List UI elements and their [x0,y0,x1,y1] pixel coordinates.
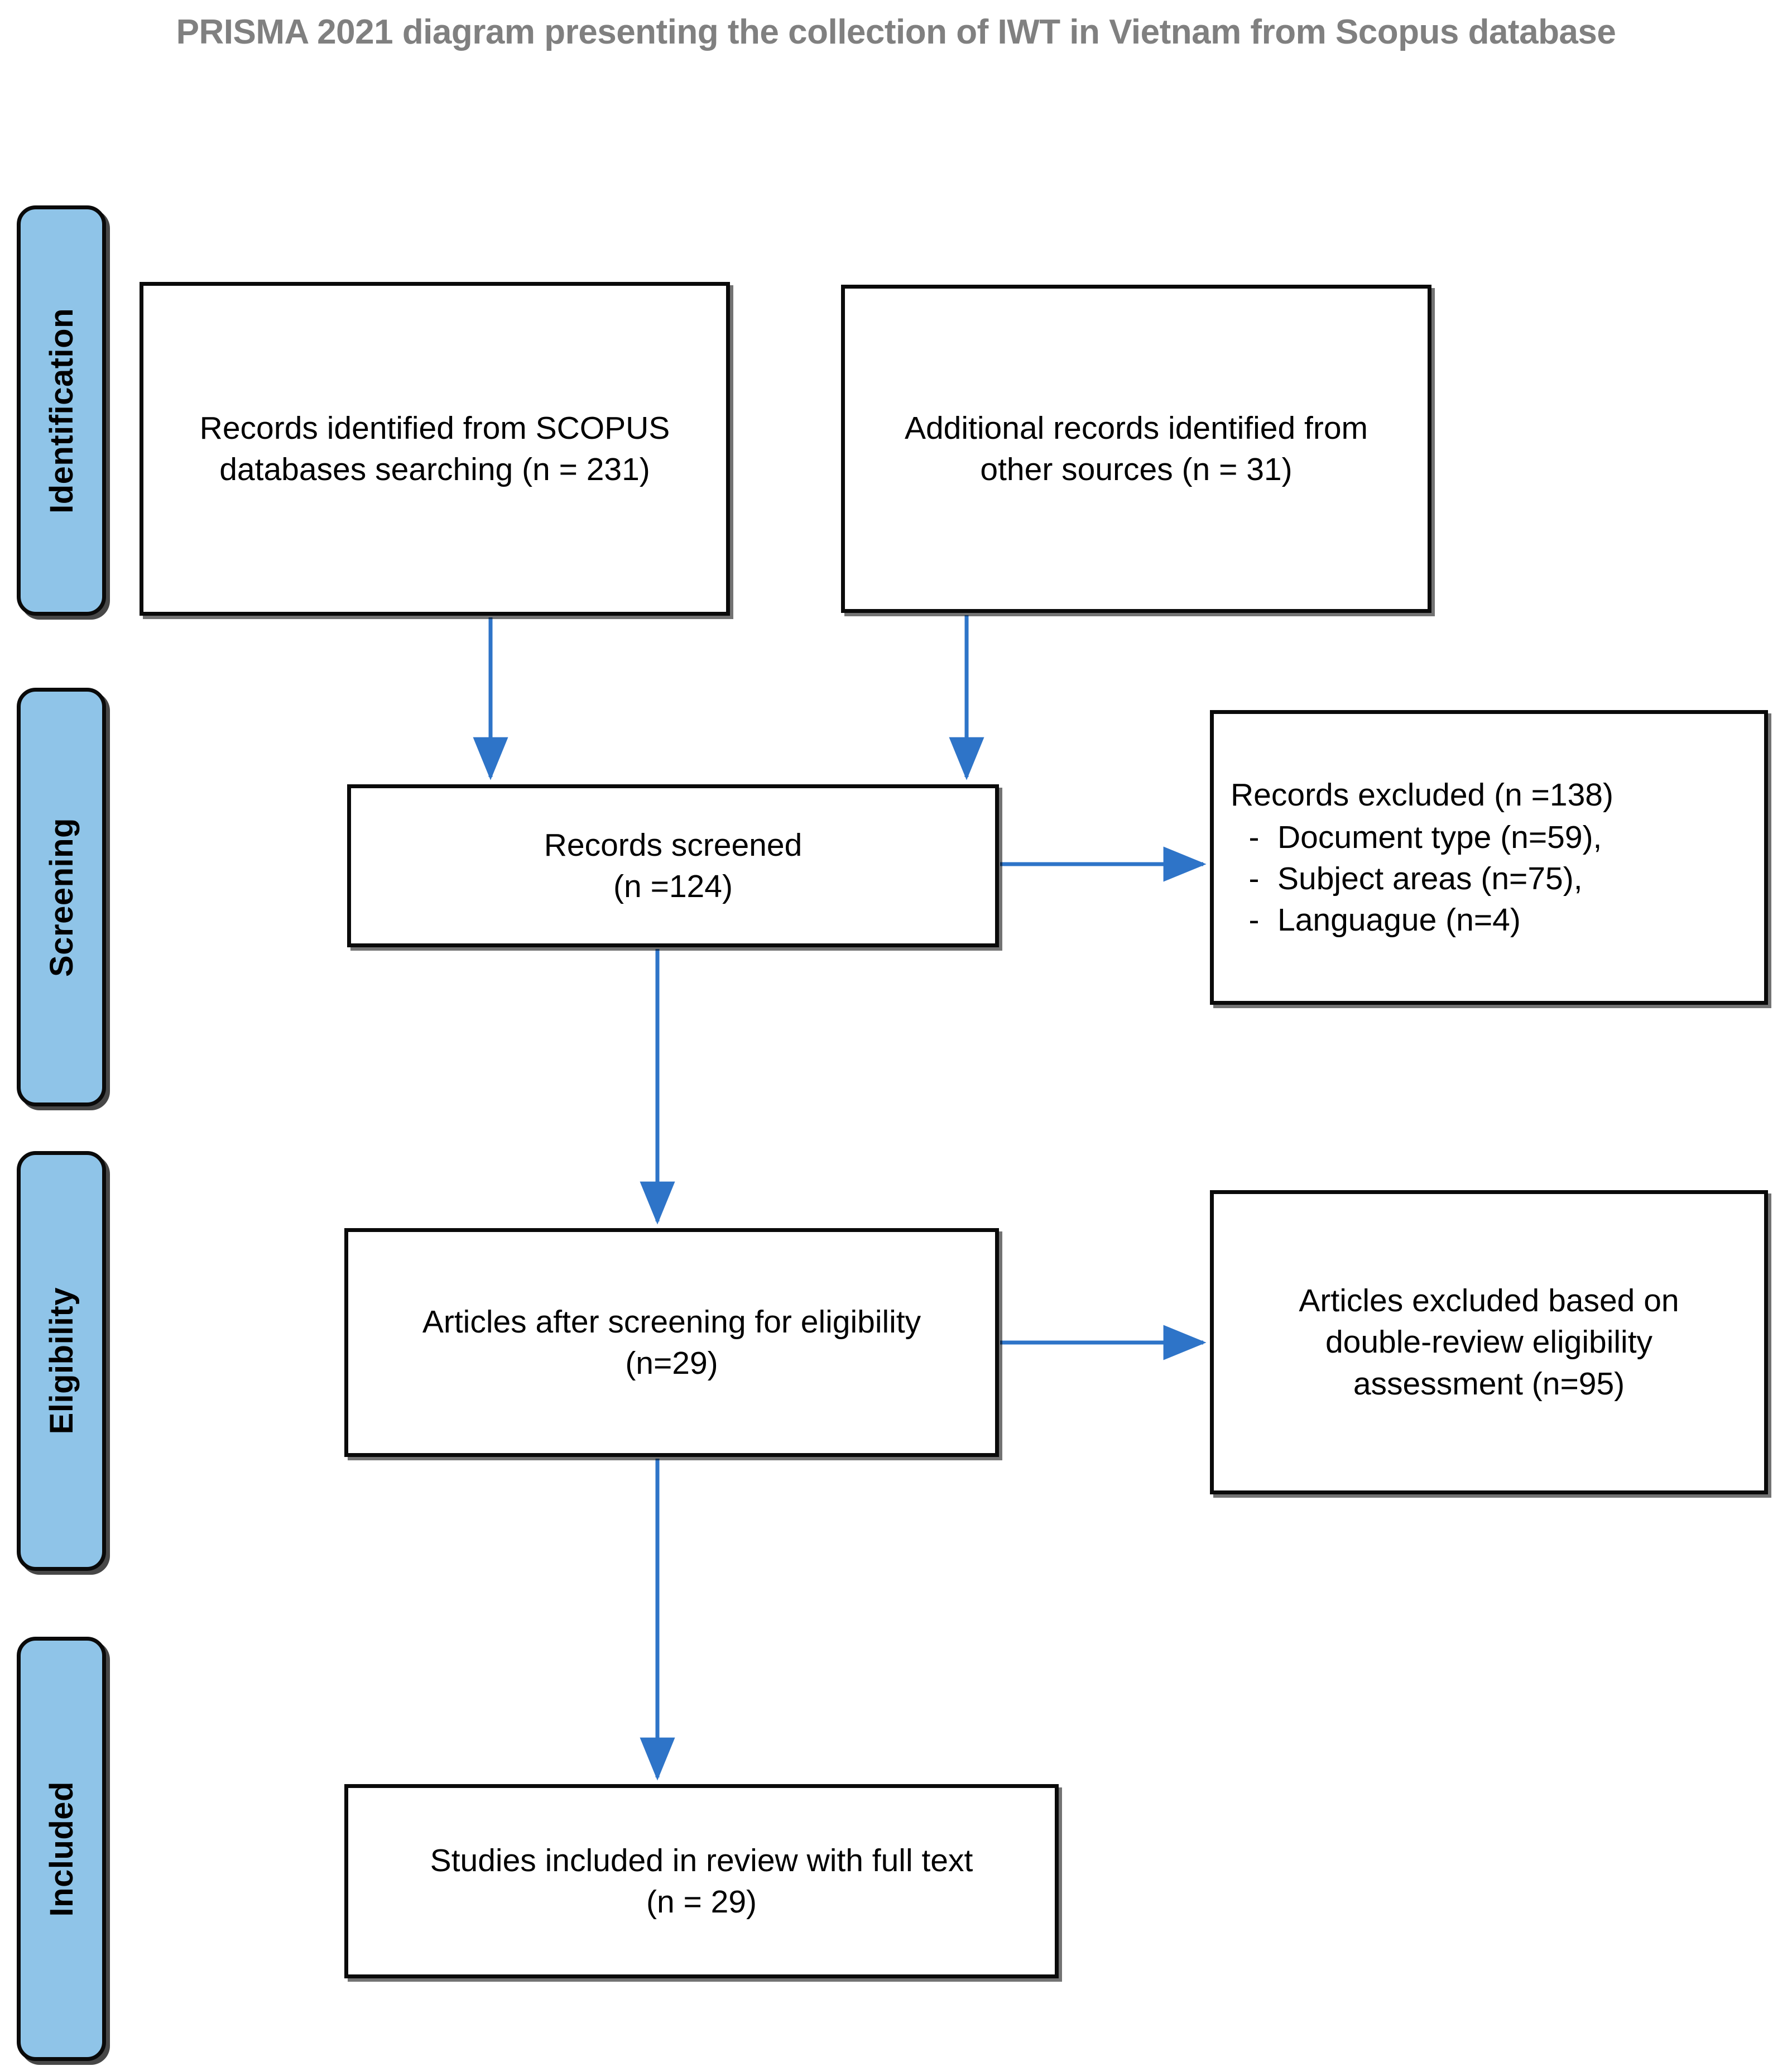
box-records-excluded: Records excluded (n =138) - Document typ… [1210,710,1768,1005]
box-line: other sources (n = 31) [980,452,1293,487]
stage-tab-screening: Screening [17,688,106,1106]
stage-tab-eligibility: Eligibility [17,1151,106,1571]
box-line: (n=29) [625,1345,718,1381]
box-line: Records identified from SCOPUS [199,410,670,446]
box-text: Records screened (n =124) [530,825,817,907]
stage-tab-label: Included [43,1781,80,1917]
page-title: PRISMA 2021 diagram presenting the colle… [176,13,1616,51]
box-line: (n = 29) [646,1884,757,1920]
box-studies-included-in-review: Studies included in review with full tex… [344,1784,1059,1978]
stage-tab-label: Identification [43,308,80,514]
box-line: Records screened [544,827,803,863]
box-articles-excluded-double-review: Articles excluded based on double-review… [1210,1190,1768,1494]
box-line: Articles excluded based on [1299,1283,1679,1319]
box-line: Studies included in review with full tex… [430,1842,973,1878]
box-line: assessment (n=95) [1353,1365,1625,1402]
stage-tab-included: Included [17,1637,106,2061]
box-line: databases searching (n = 231) [219,452,650,487]
list-item-label: Languague (n=4) [1277,902,1521,938]
box-line: Additional records identified from [904,410,1368,446]
bullet-dash: - [1248,819,1260,855]
box-text: Articles after screening for eligibility… [408,1301,935,1384]
stage-tab-identification: Identification [17,205,106,616]
bullet-dash: - [1248,902,1260,938]
box-articles-after-screening-eligibility: Articles after screening for eligibility… [344,1228,999,1457]
box-line: double-review eligibility [1325,1324,1653,1360]
records-excluded-reason-list: - Document type (n=59), - Subject areas … [1231,817,1613,941]
box-text: Articles excluded based on double-review… [1284,1280,1693,1404]
list-item: - Languague (n=4) [1231,899,1613,941]
stage-tab-label: Screening [43,817,80,977]
box-records-identified-scopus: Records identified from SCOPUS databases… [140,282,730,616]
list-item: - Subject areas (n=75), [1231,858,1613,899]
box-additional-records-other-sources: Additional records identified from other… [841,285,1431,613]
stage-tab-label: Eligibility [43,1287,80,1435]
box-text: Records identified from SCOPUS databases… [185,408,685,490]
box-records-screened: Records screened (n =124) [347,784,999,947]
box-text: Additional records identified from other… [890,408,1382,490]
list-item-label: Document type (n=59), [1277,819,1602,855]
list-item: - Document type (n=59), [1231,817,1613,858]
box-line: Articles after screening for eligibility [422,1303,921,1340]
box-line: (n =124) [613,869,733,904]
box-text: Records excluded (n =138) - Document typ… [1214,774,1613,941]
bullet-dash: - [1248,861,1260,897]
list-item-label: Subject areas (n=75), [1277,861,1583,897]
box-text: Studies included in review with full tex… [416,1840,988,1923]
records-excluded-heading: Records excluded (n =138) [1231,776,1613,813]
